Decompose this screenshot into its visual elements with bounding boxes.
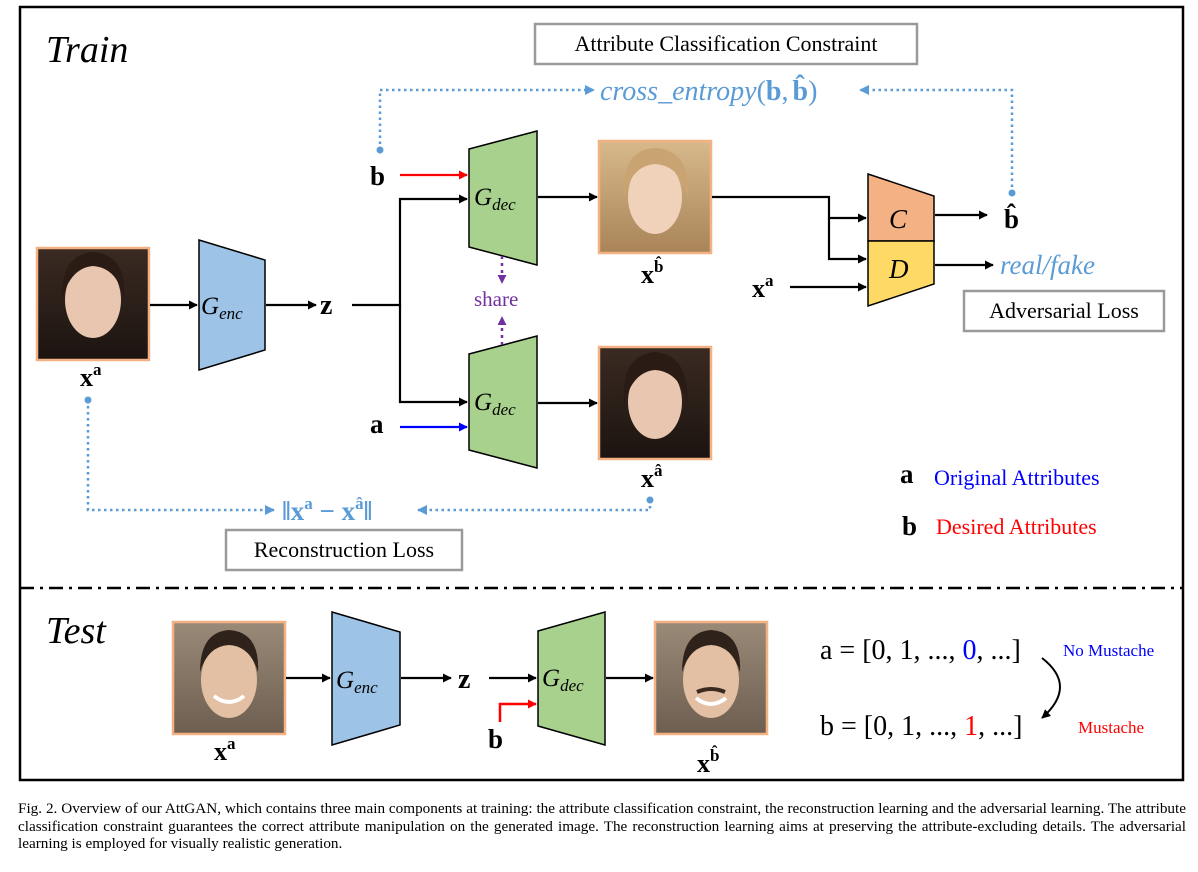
test-label-xa: xa bbox=[214, 734, 236, 766]
svg-text:Genc: Genc bbox=[336, 667, 378, 697]
decoder-block-bottom: Gdec bbox=[468, 335, 538, 469]
encoder-block: Genc bbox=[198, 238, 266, 372]
train-flow-arrows bbox=[150, 192, 994, 408]
no-mustache-label: No Mustache bbox=[1063, 641, 1154, 660]
svg-text:Gdec: Gdec bbox=[542, 665, 584, 695]
test-input-image bbox=[171, 620, 287, 736]
figure-caption: Fig. 2. Overview of our AttGAN, which co… bbox=[18, 800, 1186, 852]
legend-b-text: Desired Attributes bbox=[936, 514, 1097, 539]
test-encoder-block: Genc bbox=[331, 610, 401, 747]
adversarial-loss-box: Adversarial Loss bbox=[962, 289, 1166, 333]
label-xa-disc: xa bbox=[752, 271, 774, 303]
vector-b: b = [0, 1, ..., 1, ...] bbox=[820, 711, 1022, 742]
test-decoder-block: Gdec bbox=[537, 611, 606, 746]
reconstruction-loss-box: Reconstruction Loss bbox=[224, 528, 464, 572]
b-hat-output: b̂ bbox=[1004, 203, 1019, 234]
test-label: Test bbox=[46, 610, 107, 652]
figure-frame bbox=[18, 5, 1185, 782]
test-arrow-b bbox=[498, 699, 537, 722]
legend-a-text: Original Attributes bbox=[934, 465, 1100, 490]
share-label: share bbox=[474, 287, 518, 311]
label-xa-input: xa bbox=[80, 360, 102, 392]
legend-a-letter: a bbox=[900, 459, 914, 489]
attr-a-input: a bbox=[370, 409, 384, 439]
svg-text:Gdec: Gdec bbox=[474, 389, 516, 419]
test-latent-z: z bbox=[458, 664, 470, 695]
svg-text:Gdec: Gdec bbox=[474, 184, 516, 214]
latent-z: z bbox=[320, 290, 332, 321]
attribute-constraint-box: Attribute Classification Constraint bbox=[533, 22, 919, 66]
reconstruction-formula: ‖xa − xâ‖ bbox=[282, 494, 372, 526]
svg-text:D: D bbox=[888, 254, 909, 284]
reconstructed-image-xahat bbox=[597, 345, 713, 461]
vector-a: a = [0, 1, ..., 0, ...] bbox=[820, 635, 1021, 666]
test-attr-b: b bbox=[488, 724, 503, 754]
svg-text:Attribute Classification Const: Attribute Classification Constraint bbox=[574, 31, 877, 56]
test-output-image bbox=[653, 620, 769, 736]
mustache-label: Mustache bbox=[1078, 718, 1144, 737]
discriminator-block: D bbox=[867, 240, 935, 308]
svg-text:Reconstruction Loss: Reconstruction Loss bbox=[254, 537, 434, 562]
curved-change-arrow bbox=[1041, 657, 1061, 719]
decoder-block-top: Gdec bbox=[468, 130, 538, 266]
classifier-block: C bbox=[867, 172, 935, 242]
label-xb: xb̂ bbox=[641, 257, 663, 289]
loss-connectors bbox=[86, 85, 1014, 515]
legend-b-letter: b bbox=[902, 511, 917, 541]
generated-image-xb bbox=[597, 139, 713, 255]
svg-text:Genc: Genc bbox=[201, 293, 243, 323]
attgan-diagram: Train Test xa xb̂ xâ xa Genc Gdec Gdec C bbox=[18, 5, 1185, 782]
cross-entropy-formula: cross_entropy(b,b̂) bbox=[600, 75, 817, 107]
input-image-xa bbox=[35, 246, 151, 362]
test-label-xb: xb̂ bbox=[697, 746, 719, 778]
svg-text:C: C bbox=[889, 204, 908, 234]
real-fake-label: real/fake bbox=[1000, 250, 1095, 280]
loss-connector-dots bbox=[84, 146, 1016, 504]
attr-b-input: b bbox=[370, 161, 385, 191]
train-label: Train bbox=[46, 29, 128, 71]
svg-text:Adversarial Loss: Adversarial Loss bbox=[989, 298, 1139, 323]
label-xahat: xâ bbox=[641, 461, 663, 493]
